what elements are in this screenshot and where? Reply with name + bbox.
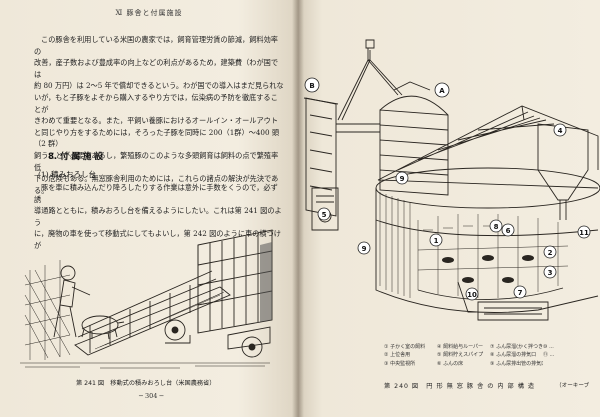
svg-text:5: 5 — [322, 211, 327, 219]
pig-silhouettes — [442, 255, 534, 283]
text-line: 改善，産子数および豊成率の向上などの利点があるため，建築費（わが国では — [34, 58, 279, 79]
text-line: 飼うことが必要であるし，繁殖豚のこのような多頭飼育は飼料の点で繁殖率低 — [34, 150, 279, 172]
label-b-text: B — [309, 82, 314, 90]
text-line: 下の危険もある。無窓豚舎利用のためには，これらの諸点の解決が先決である。 — [34, 174, 279, 195]
text-line: 導通路とともに，積みおろし台を備えるようにしたい。これは第 241 図のよう — [34, 206, 282, 227]
barn-roof — [377, 105, 599, 189]
legend-row: ① 子かく室の飼料 ④ 飼料給与ルーパー ⑦ ふん尿溜(かく拌つき) ⑩ ... — [384, 343, 598, 351]
interior-pens — [417, 214, 569, 298]
svg-text:10: 10 — [467, 291, 477, 299]
legend-item: ③ 中央監視所 — [384, 360, 416, 367]
paragraph-1: この豚舎を利用している米国の農家では，飼育管理労賃の節減，飼料効率の 改善，産子… — [34, 34, 284, 196]
legend-item: ⑪ ... — [543, 352, 555, 359]
svg-text:9: 9 — [362, 245, 367, 253]
running-head: Ⅺ 豚舎と付属施設 — [115, 9, 183, 17]
right-page: B A — [298, 0, 600, 417]
marker-11: 11 — [577, 225, 591, 239]
paragraph-2: 豚を車に積み込んだり降ろしたりする作業は意外に手数をくうので，必ず誘 導通路とと… — [34, 182, 284, 252]
svg-text:11: 11 — [579, 229, 589, 237]
label-a: A — [434, 82, 450, 98]
legend-item: ⑧ ふん尿溜の排気口 — [490, 352, 537, 359]
text-line: いが，もと子豚をよそから購入するやり方では，伝染病の予防を徹底することが — [34, 92, 278, 114]
text-line: 約 80 万円）は 2～5 年で償却できるという。わが国での導入はまだ見られな — [34, 81, 284, 91]
text-line: この豚舎を利用している米国の農家では，飼育管理労賃の節減，飼料効率の — [34, 35, 278, 56]
marker-10: 10 — [465, 287, 479, 301]
label-a-text: A — [439, 87, 445, 95]
svg-text:4: 4 — [558, 127, 563, 135]
legend-row: ③ 中央監視所 ⑥ ふんの床 ⑨ ふん尿排出管の排気口 — [384, 360, 598, 368]
barn-body — [375, 167, 600, 313]
marker-8: 8 — [489, 219, 503, 233]
book-gutter — [292, 0, 304, 417]
feed-bin-a — [379, 81, 449, 196]
legend-item: ⑥ ふんの床 — [437, 360, 464, 367]
svg-text:9: 9 — [400, 175, 405, 183]
label-b: B — [304, 77, 320, 93]
marker-9-wall: 9 — [357, 241, 371, 255]
legend-item: ② 上位舎用 — [384, 352, 411, 359]
circular-windowless-barn-cutaway: B A — [303, 39, 600, 321]
marker-7: 7 — [513, 285, 527, 299]
svg-text:3: 3 — [548, 269, 553, 277]
marker-3: 3 — [543, 265, 557, 279]
figure-legend: ① 子かく室の飼料 ④ 飼料給与ルーパー ⑦ ふん尿溜(かく拌つき) ⑩ ...… — [384, 343, 598, 368]
figure-240-caption-tail: （オーキーブ — [556, 383, 590, 389]
svg-text:6: 6 — [506, 227, 511, 235]
legend-item: ④ 飼料給与ルーパー — [437, 344, 484, 350]
legend-item: ⑩ ... — [543, 344, 554, 350]
left-page: Ⅺ 豚舎と付属施設 この豚舎を利用している米国の農家では，飼育管理労賃の節減，飼… — [0, 0, 298, 417]
section-heading: 8. 付 属 施 設 — [48, 152, 103, 162]
svg-text:2: 2 — [548, 249, 553, 257]
silo-b — [303, 97, 339, 217]
legend-item: ⑨ ふん尿排出管の排気口 — [490, 360, 543, 367]
text-line: と同じやり方をするためには，そろった子豚を同時に 200（1群）～400 頭（2… — [34, 127, 280, 149]
figure-240-caption: 第 240 図 円 形 無 窓 豚 舎 の 内 部 構 造 — [384, 383, 536, 390]
marker-9: 9 — [395, 171, 409, 185]
legend-item: ① 子かく室の飼料 — [384, 344, 426, 350]
text-line: 豚を車に積み込んだり降ろしたりする作業は意外に手数をくうので，必ず誘 — [34, 183, 278, 204]
marker-6: 6 — [501, 223, 515, 237]
marker-4: 4 — [553, 123, 567, 137]
svg-text:1: 1 — [434, 237, 439, 245]
figure-241-caption: 第 241 図 移動式の積みおろし台（米国農務省） — [76, 380, 216, 387]
legend-item: ⑤ 飼料貯えスパイプ — [437, 352, 484, 359]
page-number: ─ 304 ─ — [139, 392, 164, 400]
marker-5: 5 — [317, 207, 331, 221]
legend-item: ⑦ ふん尿溜(かく拌つき) — [490, 344, 543, 350]
text-line: に，廃物の車を使って移動式にしてもよいし，第 242 図のように車の横づけが — [34, 229, 281, 250]
marker-2: 2 — [543, 245, 557, 259]
marker-1: 1 — [429, 233, 443, 247]
text-line: きわめて重要となる。また，平飼い養豚におけるオールイン・オールアウト — [34, 116, 279, 126]
loading-ramp-illustration — [20, 229, 273, 369]
svg-text:8: 8 — [494, 223, 499, 231]
svg-text:7: 7 — [518, 289, 523, 297]
legend-row: ② 上位舎用 ⑤ 飼料貯えスパイプ ⑧ ふん尿溜の排気口 ⑪ ... — [384, 351, 598, 359]
subsection-heading: (1) 積みおろし台 — [38, 170, 97, 179]
